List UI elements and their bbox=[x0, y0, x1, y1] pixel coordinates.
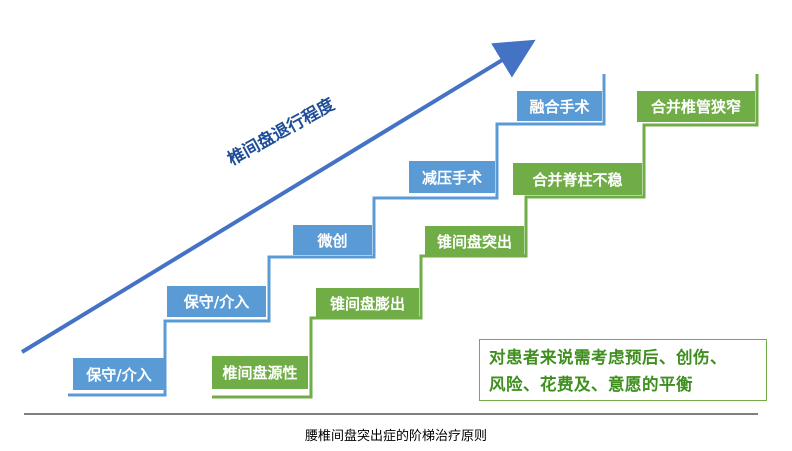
blue-step-5: 融合手术 bbox=[517, 91, 602, 121]
blue-step-3: 微创 bbox=[293, 225, 372, 255]
green-staircase bbox=[212, 74, 759, 399]
consideration-note: 对患者来说需考虑预后、创伤、 风险、花费及、意愿的平衡 bbox=[479, 339, 767, 401]
green-step-2: 锥间盘膨出 bbox=[316, 288, 419, 319]
green-step-1: 椎间盘源性 bbox=[212, 356, 308, 389]
green-step-5: 合并椎管狭窄 bbox=[637, 91, 755, 122]
green-step-3: 锥间盘突出 bbox=[425, 226, 524, 256]
blue-staircase bbox=[68, 74, 606, 397]
green-step-4: 合并脊柱不稳 bbox=[513, 163, 642, 195]
figure-caption: 腰椎间盘突出症的阶梯治疗原则 bbox=[304, 429, 487, 444]
blue-step-2: 保守/介入 bbox=[167, 286, 266, 317]
blue-step-4: 减压手术 bbox=[409, 161, 495, 193]
blue-step-1: 保守/介入 bbox=[73, 358, 165, 390]
note-line-1: 对患者来说需考虑预后、创伤、 bbox=[489, 348, 727, 367]
note-line-2: 风险、花费及、意愿的平衡 bbox=[489, 375, 693, 394]
progression-arrow bbox=[20, 39, 536, 354]
